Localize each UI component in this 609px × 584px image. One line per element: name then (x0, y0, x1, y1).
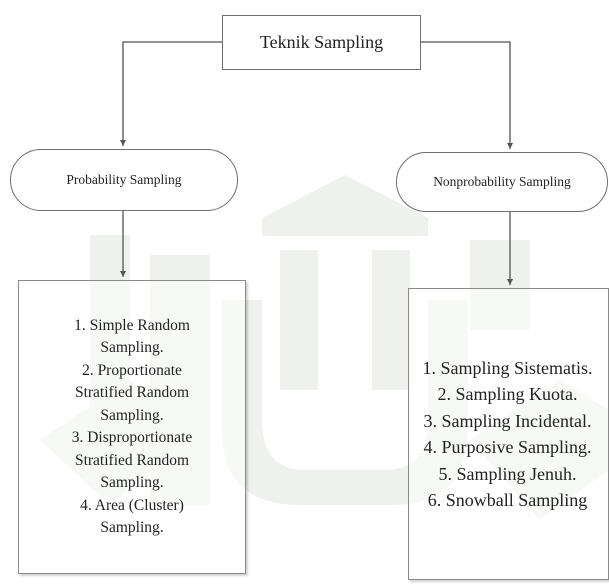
probability-method-item: 2. Proportionate Stratified Random Sampl… (74, 361, 190, 424)
connector-root-to-nonprobability (421, 41, 513, 149)
root-node-label: Teknik Sampling (259, 32, 384, 52)
nonprobability-method-item: 3. Sampling Incidental. (423, 410, 592, 431)
nonprobability-method-item: 6. Snowball Sampling (427, 490, 588, 510)
nonprobability-method-item: 1. Sampling Sistematis. (422, 357, 593, 378)
nonprobability-methods-box: 1. Sampling Sistematis. 2. Sampling Kuot… (408, 288, 609, 580)
probability-method-item: 1. Simple Random Sampling. (74, 316, 190, 357)
probability-sampling-node: Probability Sampling (10, 149, 238, 211)
nonprobability-method-item: 5. Sampling Jenuh. (438, 463, 577, 484)
nonprobability-methods-list: 1. Sampling Sistematis. 2. Sampling Kuot… (407, 355, 608, 514)
root-node-teknik-sampling: Teknik Sampling (222, 15, 421, 70)
connector-root-to-probability (120, 41, 222, 146)
nonprobability-sampling-node: Nonprobability Sampling (396, 152, 608, 212)
probability-method-item: 4. Area (Cluster) Sampling. (80, 496, 184, 537)
probability-methods-box: 1. Simple Random Sampling. 2. Proportion… (18, 280, 246, 574)
nonprobability-method-item: 2. Sampling Kuota. (437, 384, 578, 404)
probability-method-item: 3. Disproportionate Stratified Random Sa… (71, 429, 193, 491)
nonprobability-sampling-label: Nonprobability Sampling (433, 174, 571, 189)
probability-sampling-label: Probability Sampling (66, 172, 182, 187)
probability-methods-list: 1. Simple Random Sampling. 2. Proportion… (52, 315, 212, 540)
nonprobability-method-item: 4. Purposive Sampling. (423, 437, 592, 457)
